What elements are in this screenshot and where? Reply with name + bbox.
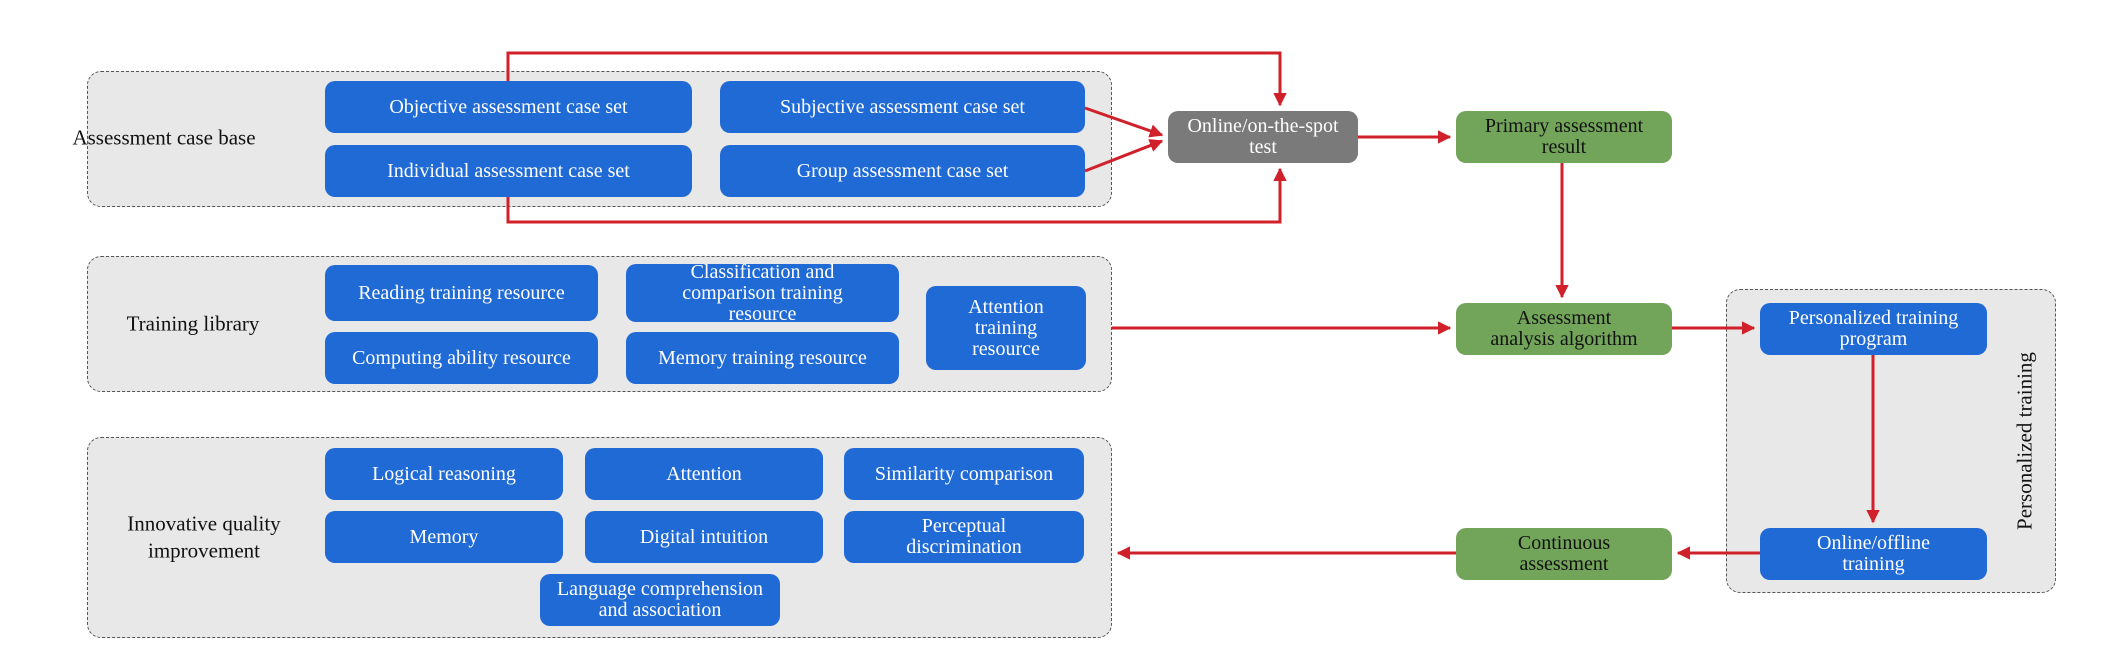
- memory-quality: Memory: [325, 511, 563, 563]
- primary-result-node: Primary assessment result: [1456, 111, 1672, 163]
- classification-training-resource: Classification and comparison training r…: [626, 261, 899, 324]
- arrow-group-to-test: [1084, 139, 1164, 173]
- online-offline-training-node: Online/offline training: [1760, 528, 1987, 580]
- memory-training-resource: Memory training resource: [626, 332, 899, 384]
- training-library-label: Training library: [126, 311, 260, 336]
- attention-training-resource: Attention training resource: [926, 286, 1086, 370]
- logical-reasoning: Logical reasoning: [325, 448, 563, 500]
- arrow-objective-to-test: [506, 51, 1287, 107]
- group-case-set: Group assessment case set: [720, 145, 1085, 197]
- arrow-subjective-to-test: [1084, 106, 1164, 138]
- digital-intuition: Digital intuition: [585, 511, 823, 563]
- online-test-node: Online/on-the-spot test: [1168, 111, 1358, 163]
- subjective-case-set: Subjective assessment case set: [720, 81, 1085, 133]
- similarity-comparison: Similarity comparison: [844, 448, 1084, 500]
- perceptual-discrimination: Perceptual discrimination: [844, 511, 1084, 563]
- innovative-quality-label: Innovative quality improvement: [127, 511, 281, 563]
- arrow-individual-to-test: [506, 167, 1287, 224]
- language-comprehension: Language comprehension and association: [540, 574, 780, 626]
- training-program-node: Personalized training program: [1760, 303, 1987, 355]
- individual-case-set: Individual assessment case set: [325, 145, 692, 197]
- reading-training-resource: Reading training resource: [325, 265, 598, 321]
- assessment-case-base-label: Assessment case base: [72, 125, 256, 150]
- attention-quality: Attention: [585, 448, 823, 500]
- computing-ability-resource: Computing ability resource: [325, 332, 598, 384]
- analysis-algorithm-node: Assessment analysis algorithm: [1456, 303, 1672, 355]
- objective-case-set: Objective assessment case set: [325, 81, 692, 133]
- continuous-assessment-node: Continuous assessment: [1456, 528, 1672, 580]
